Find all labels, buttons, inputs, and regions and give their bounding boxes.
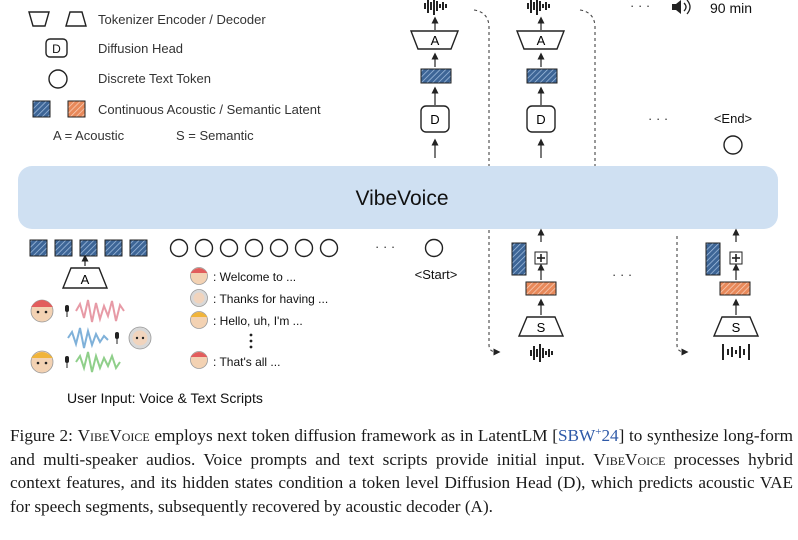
feedback-loop-1 <box>473 9 490 236</box>
svg-text:S: S <box>732 320 741 335</box>
voice-prompt-latents <box>29 239 148 257</box>
waveform-icon <box>424 0 447 15</box>
end-token <box>723 135 743 155</box>
legend-discrete-token-label: Discrete Text Token <box>98 71 211 86</box>
caption-text-1: employs next token diffusion framework a… <box>149 426 558 445</box>
speaker-3-waveform <box>75 351 121 373</box>
discrete-token-legend-icon <box>48 69 68 89</box>
start-token <box>424 238 444 258</box>
plus-icon <box>534 251 548 265</box>
caption-text-3: processes hybrid context features, and i… <box>10 449 793 516</box>
svg-text:D: D <box>536 112 545 127</box>
script-vertical-ellipsis <box>249 333 253 349</box>
input-column-1: S <box>488 228 565 362</box>
acoustic-encoder-block <box>61 267 109 289</box>
figure-caption: Figure 2: VibeVoice employs next token d… <box>10 424 793 518</box>
acoustic-decoder-block <box>409 30 460 50</box>
legend: Tokenizer Encoder / Decoder D Diffusion … <box>28 11 321 143</box>
tokenizer-legend-icons <box>28 11 87 27</box>
semantic-encoder-block <box>712 316 760 337</box>
start-token-label: <Start> <box>415 267 458 282</box>
output-ellipsis-mid: · · · <box>648 111 668 126</box>
input-ellipsis-right: · · · <box>612 267 632 282</box>
script-avatar-4 <box>190 351 208 369</box>
script-line-2: : Thanks for having ... <box>213 292 328 306</box>
acoustic-decoder-block <box>515 30 566 50</box>
caption-citation[interactable]: SBW+24 <box>557 426 619 445</box>
caption-text-2: ] to synthesize long-form and multi-spea… <box>10 426 793 469</box>
svg-text:S: S <box>537 320 546 335</box>
input-ellipsis: · · · <box>375 239 395 254</box>
end-token-label: <End> <box>714 111 752 126</box>
script-line-3: : Hello, uh, I'm ... <box>213 314 303 328</box>
microphone-icon <box>115 332 119 344</box>
semantic-latent <box>525 281 557 296</box>
acoustic-latent <box>420 68 452 84</box>
svg-text:A: A <box>431 33 440 48</box>
waveform-icon <box>722 344 750 360</box>
backbone-label: VibeVoice <box>355 187 448 210</box>
plus-icon <box>729 251 743 265</box>
acoustic-latent <box>526 68 558 84</box>
semantic-encoder-block <box>517 316 565 337</box>
script-line-4: : That's all ... <box>213 355 280 369</box>
diffusion-head-legend-icon: D <box>45 38 68 58</box>
acoustic-latent <box>705 242 721 276</box>
svg-text:D: D <box>52 42 61 56</box>
text-script-tokens <box>169 238 339 258</box>
vibevoice-backbone <box>18 166 778 229</box>
speaker-icon <box>672 0 691 15</box>
acoustic-latent-legend-icon <box>32 100 51 118</box>
script-line-1: : Welcome to ... <box>213 270 296 284</box>
output-column-2: A D <box>515 0 566 158</box>
speaker-2-avatar <box>128 326 152 350</box>
feedback-loop-2 <box>579 9 596 168</box>
legend-acoustic-def: A = Acoustic <box>53 128 125 143</box>
output-ellipsis-top: · · · <box>630 0 650 13</box>
speaker-1-waveform <box>75 299 125 323</box>
svg-text:A: A <box>537 33 546 48</box>
svg-text:A: A <box>81 272 90 287</box>
legend-continuous-latent-label: Continuous Acoustic / Semantic Latent <box>98 102 321 117</box>
caption-figure-number: Figure 2: <box>10 426 78 445</box>
user-input-label: User Input: Voice & Text Scripts <box>67 390 263 406</box>
legend-diffusion-head-label: Diffusion Head <box>98 41 183 56</box>
svg-text:D: D <box>430 112 439 127</box>
microphone-icon <box>65 356 69 368</box>
speaker-3-avatar <box>30 350 54 374</box>
duration-label: 90 min <box>710 0 752 16</box>
legend-semantic-def: S = Semantic <box>176 128 254 143</box>
output-column-1: A D <box>409 0 460 158</box>
microphone-icon <box>65 305 69 317</box>
legend-tokenizer-label: Tokenizer Encoder / Decoder <box>98 12 266 27</box>
acoustic-latent <box>511 242 527 276</box>
waveform-icon <box>530 344 553 362</box>
speaker-2-waveform <box>67 327 109 349</box>
diffusion-head-block <box>526 105 556 133</box>
speaker-1-avatar <box>30 299 54 323</box>
script-avatar-3 <box>190 311 208 329</box>
caption-model-name-2: VibeVoice <box>593 449 666 469</box>
diffusion-head-block <box>420 105 450 133</box>
semantic-latent-legend-icon <box>67 100 86 118</box>
waveform-icon <box>527 0 550 15</box>
semantic-latent <box>719 281 751 296</box>
caption-model-name: VibeVoice <box>77 426 150 445</box>
input-column-2: S <box>676 228 760 360</box>
script-avatar-2 <box>190 289 208 307</box>
script-avatar-1 <box>190 267 208 285</box>
